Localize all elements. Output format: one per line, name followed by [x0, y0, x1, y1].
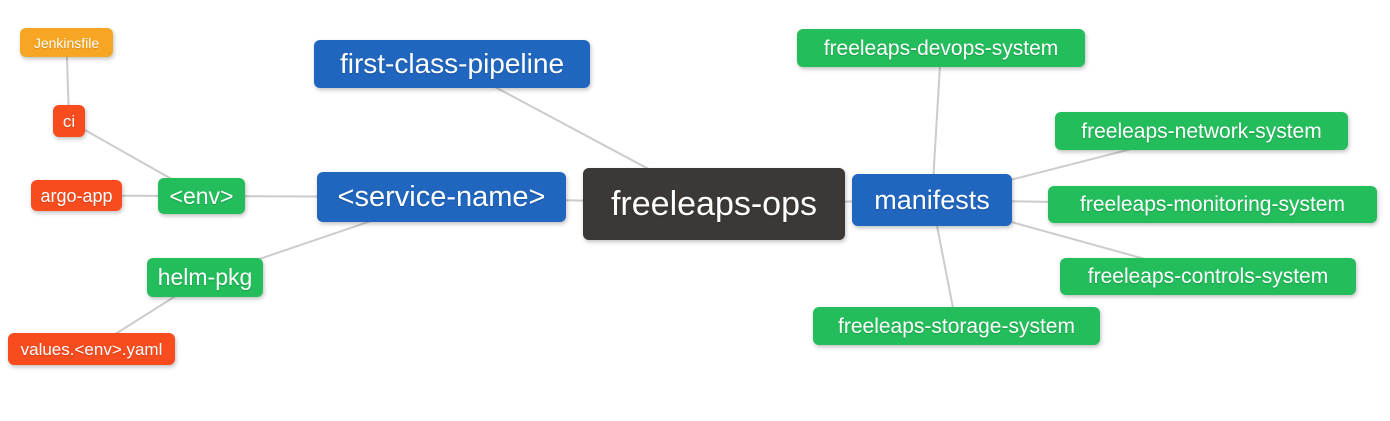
- node-label: freeleaps-network-system: [1081, 119, 1322, 143]
- node-label: freeleaps-controls-system: [1087, 265, 1329, 288]
- node-label: values.<env>.yaml: [20, 339, 163, 359]
- node-label: freeleaps-monitoring-system: [1080, 193, 1345, 216]
- node-helm-pkg[interactable]: helm-pkg: [147, 258, 263, 297]
- node-jenkinsfile[interactable]: Jenkinsfile: [20, 28, 113, 57]
- node-freeleaps-storage-system[interactable]: freeleaps-storage-system: [813, 307, 1100, 345]
- node-ci[interactable]: ci: [53, 105, 85, 137]
- node-first-class-pipeline[interactable]: first-class-pipeline: [314, 40, 590, 88]
- node-label: <service-name>: [337, 180, 546, 213]
- node-env[interactable]: <env>: [158, 178, 245, 214]
- node-label: freeleaps-storage-system: [838, 314, 1075, 338]
- node-label: argo-app: [40, 185, 113, 206]
- node-freeleaps-devops-system[interactable]: freeleaps-devops-system: [797, 29, 1085, 67]
- node-freeleaps-ops[interactable]: freeleaps-ops: [583, 168, 845, 240]
- node-freeleaps-monitoring-system[interactable]: freeleaps-monitoring-system: [1048, 186, 1377, 223]
- node-label: first-class-pipeline: [339, 48, 565, 79]
- node-service-name[interactable]: <service-name>: [317, 172, 566, 222]
- node-label: Jenkinsfile: [33, 34, 100, 51]
- node-manifests[interactable]: manifests: [852, 174, 1012, 226]
- node-label: freeleaps-devops-system: [823, 36, 1059, 60]
- node-label: helm-pkg: [157, 264, 253, 290]
- node-values-env-yaml[interactable]: values.<env>.yaml: [8, 333, 175, 365]
- node-freeleaps-network-system[interactable]: freeleaps-network-system: [1055, 112, 1348, 150]
- node-label: <env>: [169, 182, 234, 209]
- node-argo-app[interactable]: argo-app: [31, 180, 122, 211]
- node-label: freeleaps-ops: [610, 185, 817, 223]
- node-freeleaps-controls-system[interactable]: freeleaps-controls-system: [1060, 258, 1356, 295]
- node-label: manifests: [874, 184, 990, 215]
- node-label: ci: [62, 111, 76, 131]
